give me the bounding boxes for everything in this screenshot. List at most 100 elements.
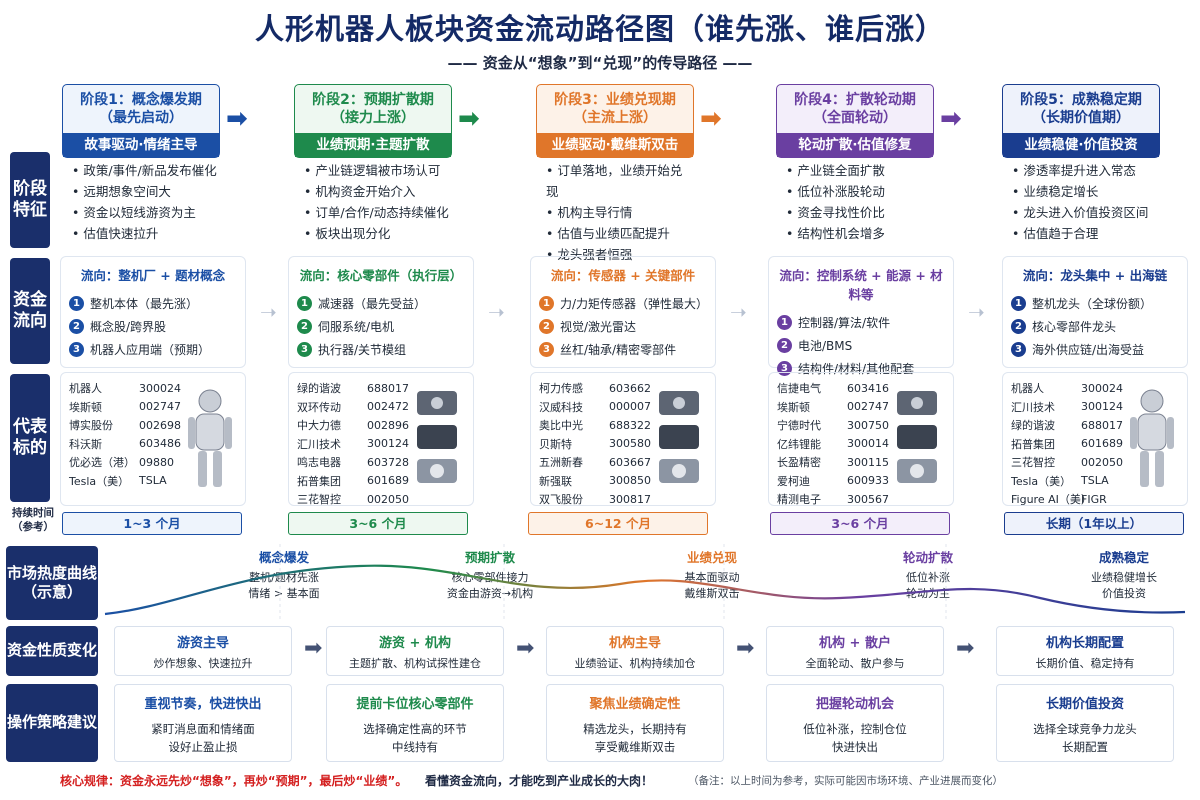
rep-row: Tesla（美）TSLA [1011, 472, 1179, 491]
flow-item-label: 丝杠/轴承/精密零部件 [560, 343, 677, 357]
feature-item: • 订单/合作/动态持续催化 [304, 205, 449, 220]
rep-code: 603667 [609, 455, 651, 469]
footer-core-rule-tail: 看懂资金流向，才能吃到产业成长的大肉！ [425, 774, 654, 788]
heat-title: 业绩兑现 [686, 550, 737, 565]
flow-arrow-icon: ➝ [968, 300, 985, 324]
stage-features: • 产业链逻辑被市场认可• 机构资金开始介入• 订单/合作/动态持续催化• 板块… [294, 160, 452, 252]
heat-title: 成熟稳定 [1098, 550, 1149, 565]
rep-name: 鸣志电器 [297, 456, 341, 470]
stage-arrow-icon: ➡ [458, 104, 480, 134]
flow-item-label: 伺服系统/电机 [318, 320, 395, 334]
heat-desc: 低位补涨 [906, 571, 950, 584]
flow-number: 3 [69, 342, 84, 357]
rep-name: 拓普集团 [297, 474, 341, 488]
flow-item-label: 执行器/关节模组 [318, 343, 407, 357]
rep-code: 300124 [367, 437, 409, 451]
flow-arrow-icon: ➝ [730, 300, 747, 324]
feature-item: • 产业链全面扩散 [786, 163, 885, 178]
feature-item: • 机构主导行情 [546, 205, 633, 220]
product-image-icon [891, 387, 945, 491]
rep-code: 000007 [609, 400, 651, 414]
heat-desc: 基本面驱动 [684, 571, 740, 584]
stage-name: 阶段5：成熟稳定期 [1020, 92, 1142, 108]
fund-arrow-icon: ➡ [516, 636, 535, 661]
feature-item: • 资金寻找性价比 [786, 205, 885, 220]
fund-title: 机构主导 [608, 636, 661, 651]
rep-code: 300750 [847, 418, 889, 432]
strategy-title: 聚焦业绩确定性 [589, 697, 681, 712]
stage-subtitle: （全面轮动） [813, 110, 897, 127]
rep-code: 002896 [367, 418, 409, 432]
flow-arrow-icon: ➝ [488, 300, 505, 324]
flow-number: 1 [1011, 296, 1026, 311]
flow-title: 流向：传感器 + 关键部件 [550, 268, 696, 283]
rep-row: 优必选（港）09880 [69, 453, 237, 472]
stage-subtitle: （长期价值期） [1032, 110, 1130, 127]
heat-title: 概念爆发 [258, 550, 309, 565]
stage-band: 业绩稳健·价值投资 [1003, 133, 1159, 157]
rep-row: Tesla（美）TSLA [69, 472, 237, 491]
flow-number: 2 [69, 319, 84, 334]
rep-name: 汇川技术 [297, 437, 341, 451]
duration-label: 3~6 个月 [288, 512, 468, 535]
heat-desc: 整机/题材先涨 [249, 571, 319, 584]
heat-desc: 价值投资 [1102, 587, 1146, 600]
feature-item: • 低位补涨股轮动 [786, 184, 885, 199]
fund-desc: 业绩验证、机构持续加仓 [574, 657, 696, 670]
feature-item: • 远期想象空间大 [72, 184, 171, 199]
rep-code: 688017 [367, 381, 409, 395]
rep-name: 博实股份 [69, 419, 113, 433]
stage-card: 阶段5：成熟稳定期 （长期价值期） 业绩稳健·价值投资 [1002, 84, 1160, 158]
rep-code: 601689 [367, 474, 409, 488]
strategy-card: 把握轮动机会低位补涨，控制仓位快进快出 [766, 684, 944, 762]
flow-item-label: 减速器（最先受益） [318, 297, 427, 311]
rep-row: 中大力德 002896 [297, 416, 465, 435]
rep-code: 300024 [1081, 381, 1123, 395]
stage-band: 故事驱动·情绪主导 [63, 133, 219, 157]
product-image-icon [183, 387, 237, 491]
product-image-icon [653, 387, 707, 491]
stage-features: • 订单落地，业绩开始兑现• 机构主导行情• 估值与业绩匹配提升• 龙头强者恒强 [536, 160, 694, 262]
feature-item: • 产业链逻辑被市场认可 [304, 163, 441, 178]
flow-number: 2 [777, 338, 792, 353]
stage-band: 轮动扩散·估值修复 [777, 133, 933, 157]
fund-title: 游资主导 [176, 636, 229, 651]
fund-desc: 全面轮动、散户参与 [805, 657, 905, 670]
stage-name: 阶段3：业绩兑现期 [554, 92, 676, 108]
stage-features: • 产业链全面扩散• 低位补涨股轮动• 资金寻找性价比• 结构性机会增多 [776, 160, 934, 252]
rep-name: 汉威科技 [539, 400, 583, 414]
flow-number: 1 [69, 296, 84, 311]
duration-label: 长期（1年以上） [1004, 512, 1184, 535]
flow-number: 2 [297, 319, 312, 334]
heat-curve-line [104, 564, 1186, 616]
rep-code: FIGR [1081, 492, 1107, 506]
feature-item: • 板块出现分化 [304, 226, 391, 241]
footer-note: （备注：以上时间为参考，实际可能因市场环境、产业进展而变化） [688, 775, 1003, 787]
fund-arrow-icon: ➡ [956, 636, 975, 661]
rep-name: 精测电子 [777, 493, 821, 507]
rep-name: 中大力德 [297, 419, 341, 433]
rep-code: 601689 [1081, 437, 1123, 451]
page-subtitle: —— 资金从“想象”到“兑现”的传导路径 —— [447, 54, 753, 72]
stage-card: 阶段2：预期扩散期（接力上涨）业绩预期·主题扩散 [294, 84, 452, 158]
strategy-title: 把握轮动机会 [815, 697, 894, 712]
rep-name: 贝斯特 [539, 437, 572, 451]
rep-name: 三花智控 [297, 493, 341, 507]
rep-code: 002050 [367, 492, 409, 506]
